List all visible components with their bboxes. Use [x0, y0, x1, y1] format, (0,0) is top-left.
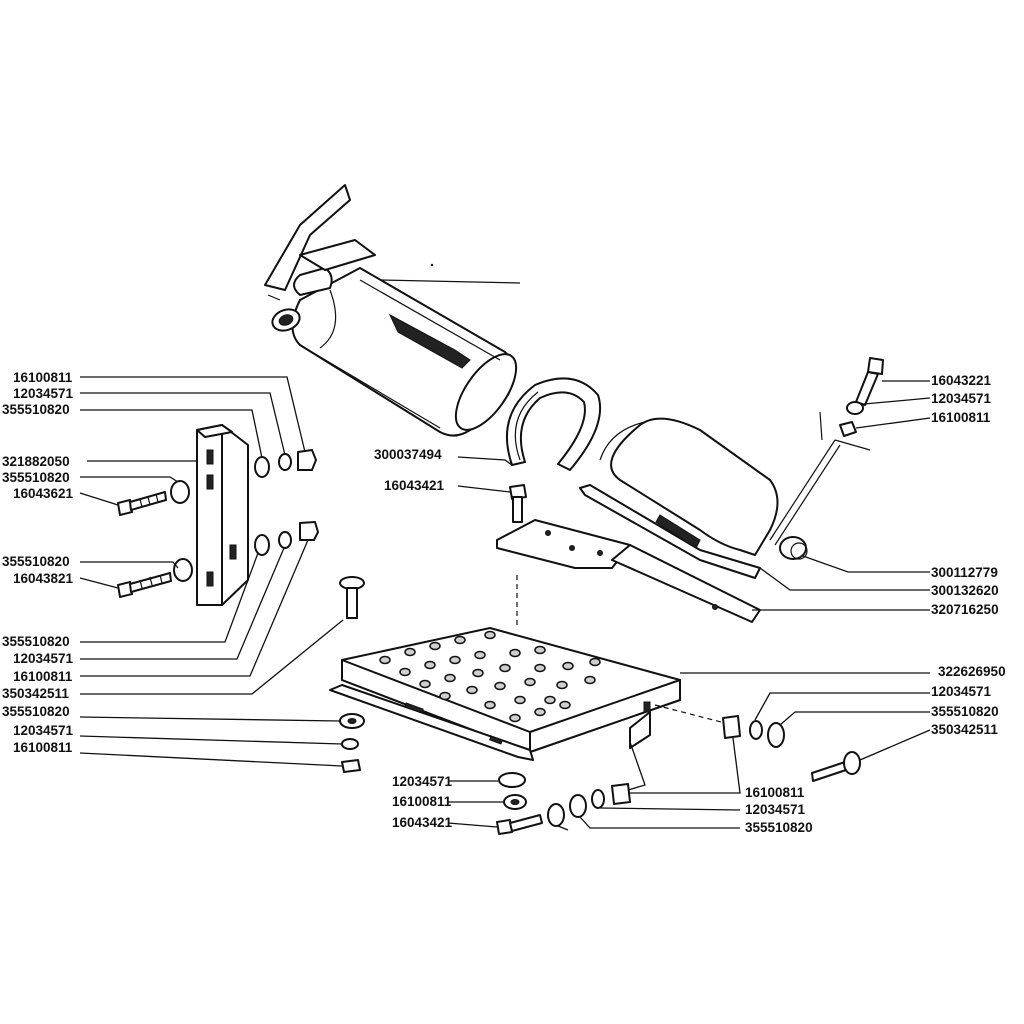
label-320716250: 320716250	[931, 602, 999, 617]
left-bracket	[196, 424, 249, 606]
part-number-labels: 16100811 12034571 355510820 321882050 35…	[2, 370, 1006, 835]
label-16043621: 16043621	[13, 486, 74, 501]
label-12034571-f: 12034571	[392, 774, 453, 789]
label-16100811-b: 16100811	[13, 669, 73, 684]
label-355510820-g: 355510820	[745, 820, 813, 835]
label-16100811-c: 16100811	[13, 740, 73, 755]
right-hardware	[722, 715, 861, 782]
label-12034571-a: 12034571	[13, 386, 74, 401]
rubber-plug	[779, 536, 808, 560]
label-16100811-e: 16100811	[392, 794, 452, 809]
label-16100811-f: 16100811	[745, 785, 805, 800]
fire-extinguisher	[264, 184, 521, 437]
label-16100811-d: 16100811	[931, 410, 991, 425]
label-355510820-e: 355510820	[2, 704, 70, 719]
label-16043421-b: 16043421	[392, 815, 453, 830]
extinguisher-cradle	[579, 417, 779, 579]
bolt-16043421-upper	[509, 484, 527, 523]
label-12034571-e: 12034571	[931, 684, 992, 699]
label-355510820-f: 355510820	[931, 704, 999, 719]
label-300112779: 300112779	[931, 565, 998, 580]
rubber-strip-ring	[505, 377, 602, 471]
label-16043421-a: 16043421	[384, 478, 445, 493]
retaining-strap	[769, 411, 871, 546]
label-16043221: 16043221	[931, 373, 992, 388]
label-355510820-a: 355510820	[2, 402, 70, 417]
label-12034571-c: 12034571	[13, 723, 74, 738]
label-12034571-g: 12034571	[745, 802, 806, 817]
label-355510820-c: 355510820	[2, 554, 70, 569]
base-tray	[329, 575, 726, 761]
left-upper-hardware	[254, 449, 319, 556]
label-355510820-d: 355510820	[2, 634, 70, 649]
bottom-center-hardware	[496, 772, 631, 835]
label-321882050: 321882050	[2, 454, 70, 469]
label-300037494: 300037494	[374, 447, 442, 462]
label-355510820-b: 355510820	[2, 470, 70, 485]
bolt-16043621	[117, 480, 190, 516]
tray-dimples	[379, 630, 601, 723]
label-12034571-b: 12034571	[13, 651, 74, 666]
label-12034571-d: 12034571	[931, 391, 992, 406]
label-16043821: 16043821	[13, 571, 74, 586]
label-350342511-b: 350342511	[931, 722, 998, 737]
left-lower-hardware	[339, 713, 365, 773]
carriage-bolt-350342511-left	[339, 576, 365, 619]
leader-lines	[79, 376, 931, 831]
label-16100811-a: 16100811	[13, 370, 73, 385]
label-300132620: 300132620	[931, 583, 999, 598]
bolt-16043221	[839, 357, 884, 437]
label-322626950: 322626950	[938, 664, 1006, 679]
label-350342511-a: 350342511	[2, 686, 69, 701]
bolt-16043821	[117, 558, 193, 598]
